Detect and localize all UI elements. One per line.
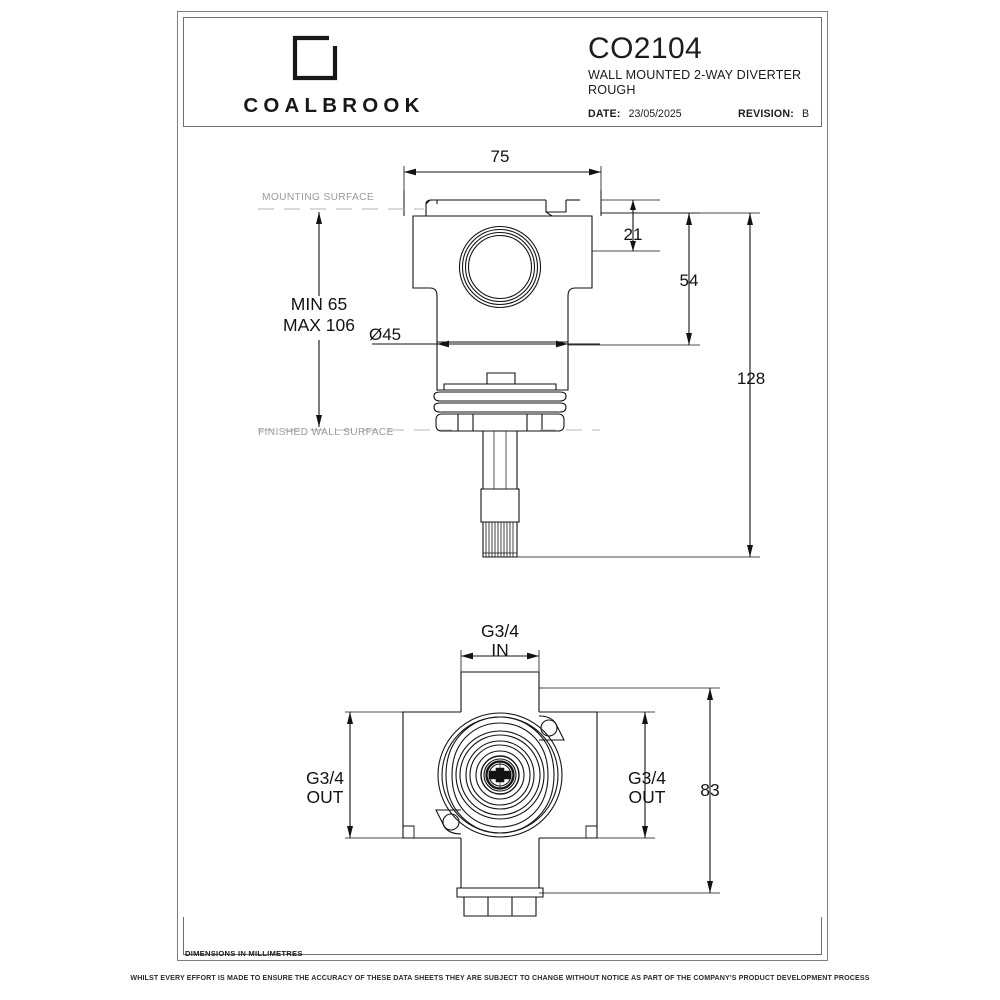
dim-outlet-left-thread: G3/4 <box>306 768 344 788</box>
date-label: DATE: <box>588 108 621 120</box>
dim-wall-depth-min: MIN 65 <box>290 294 348 314</box>
title-block: COALBROOK CO2104 WALL MOUNTED 2-WAY DIVE… <box>183 17 822 127</box>
dim-overall-128: 128 <box>736 369 766 388</box>
dim-overall-83: 83 <box>700 780 720 800</box>
brand-wordmark: COALBROOK <box>243 94 425 117</box>
dim-inlet-flow: IN <box>491 640 509 660</box>
label-finished-wall-surface: FINISHED WALL SURFACE <box>258 427 394 438</box>
label-mounting-surface: MOUNTING SURFACE <box>262 192 375 203</box>
dim-body-54: 54 <box>679 271 699 290</box>
dim-wall-depth-max: MAX 106 <box>283 315 355 335</box>
date-field: DATE: 23/05/2025 <box>588 108 682 120</box>
dim-inlet-thread: G3/4 <box>481 621 519 641</box>
product-description-line1: WALL MOUNTED 2-WAY DIVERTER <box>588 68 802 82</box>
dim-flange-diameter: Ø45 <box>369 325 402 344</box>
units-note: DIMENSIONS IN MILLIMETRES <box>185 949 303 958</box>
date-value: 23/05/2025 <box>628 108 682 120</box>
product-code: CO2104 <box>588 32 703 65</box>
dim-step-21: 21 <box>623 225 643 244</box>
revision-value: B <box>801 108 810 120</box>
dim-outlet-right-flow: OUT <box>628 787 666 807</box>
revision-field: REVISION: B <box>738 108 809 120</box>
units-note-box <box>183 917 822 955</box>
revision-label: REVISION: <box>738 108 794 120</box>
brand-logo: COALBROOK <box>204 24 464 124</box>
disclaimer-text: WHILST EVERY EFFORT IS MADE TO ENSURE TH… <box>130 974 870 982</box>
dim-outlet-left-flow: OUT <box>306 787 344 807</box>
product-description-line2: ROUGH <box>588 82 636 97</box>
dim-width-75: 75 <box>490 147 510 166</box>
dim-outlet-right-thread: G3/4 <box>628 768 666 788</box>
coalbrook-mark-icon <box>292 35 338 81</box>
